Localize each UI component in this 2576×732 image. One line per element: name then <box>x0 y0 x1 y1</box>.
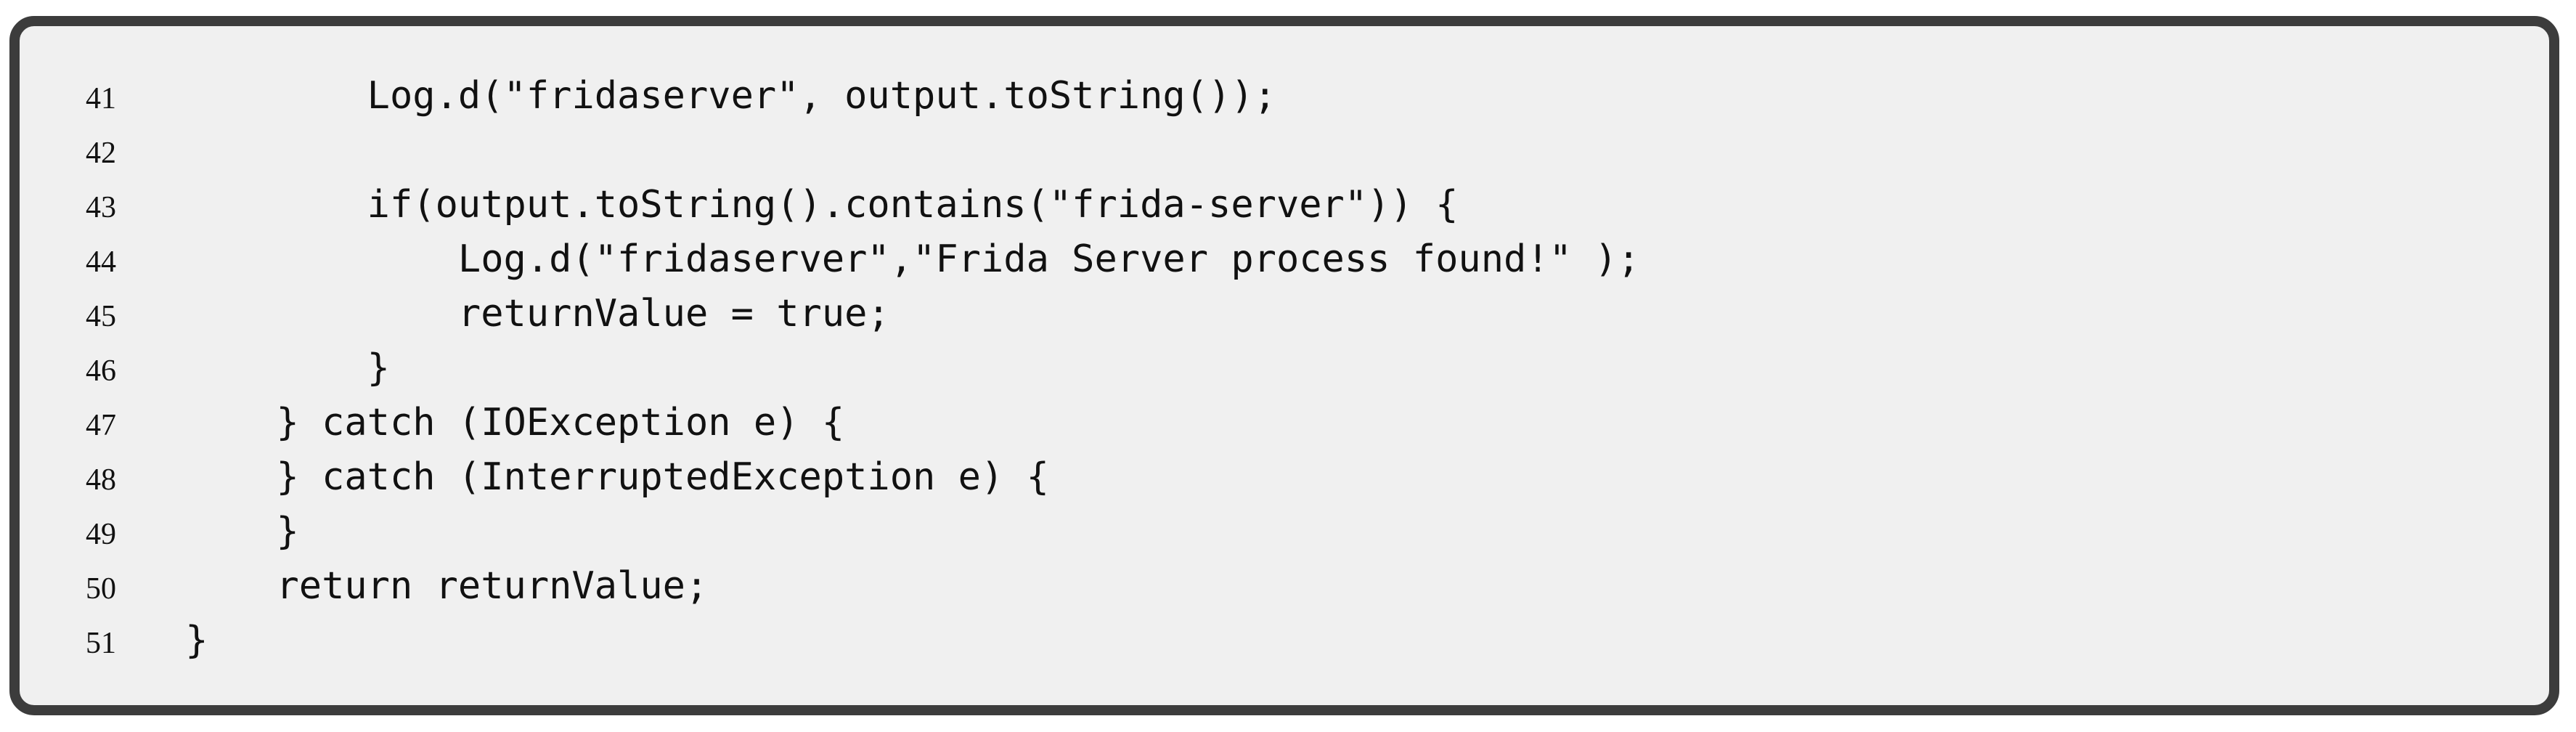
line-number: 44 <box>86 245 116 279</box>
code-text: Log.d("fridaserver", output.toString()); <box>94 74 1276 118</box>
code-text: Log.d("fridaserver","Frida Server proces… <box>94 237 1640 281</box>
code-line: 41 Log.d("fridaserver", output.toString(… <box>20 69 2549 123</box>
code-listing-frame: 41 Log.d("fridaserver", output.toString(… <box>9 16 2559 715</box>
code-text: return returnValue; <box>94 564 709 608</box>
line-number: 43 <box>86 191 116 224</box>
line-number: 50 <box>86 572 116 606</box>
code-text: } <box>94 510 299 553</box>
code-text: } catch (IOException e) { <box>94 401 845 444</box>
line-number: 48 <box>86 463 116 497</box>
line-number: 46 <box>86 354 116 388</box>
code-line: 51 } <box>20 614 2549 668</box>
line-number: 51 <box>86 627 116 660</box>
code-text: } <box>94 619 208 662</box>
code-line: 42 <box>20 123 2549 178</box>
code-line: 49 } <box>20 505 2549 559</box>
line-number: 47 <box>86 409 116 442</box>
line-number: 49 <box>86 518 116 551</box>
code-line: 43 if(output.toString().contains("frida-… <box>20 178 2549 232</box>
code-text: } catch (InterruptedException e) { <box>94 455 1049 499</box>
line-number: 41 <box>86 82 116 115</box>
code-listing: 41 Log.d("fridaserver", output.toString(… <box>20 69 2549 668</box>
code-line: 44 Log.d("fridaserver","Frida Server pro… <box>20 232 2549 287</box>
line-number: 42 <box>86 137 116 170</box>
code-text: returnValue = true; <box>94 292 890 336</box>
code-text: } <box>94 346 390 390</box>
code-line: 47 } catch (IOException e) { <box>20 396 2549 450</box>
code-line: 50 return returnValue; <box>20 559 2549 614</box>
code-line: 46 } <box>20 341 2549 396</box>
code-line: 45 returnValue = true; <box>20 287 2549 341</box>
code-text: if(output.toString().contains("frida-ser… <box>94 183 1459 227</box>
line-number: 45 <box>86 300 116 333</box>
code-line: 48 } catch (InterruptedException e) { <box>20 450 2549 505</box>
